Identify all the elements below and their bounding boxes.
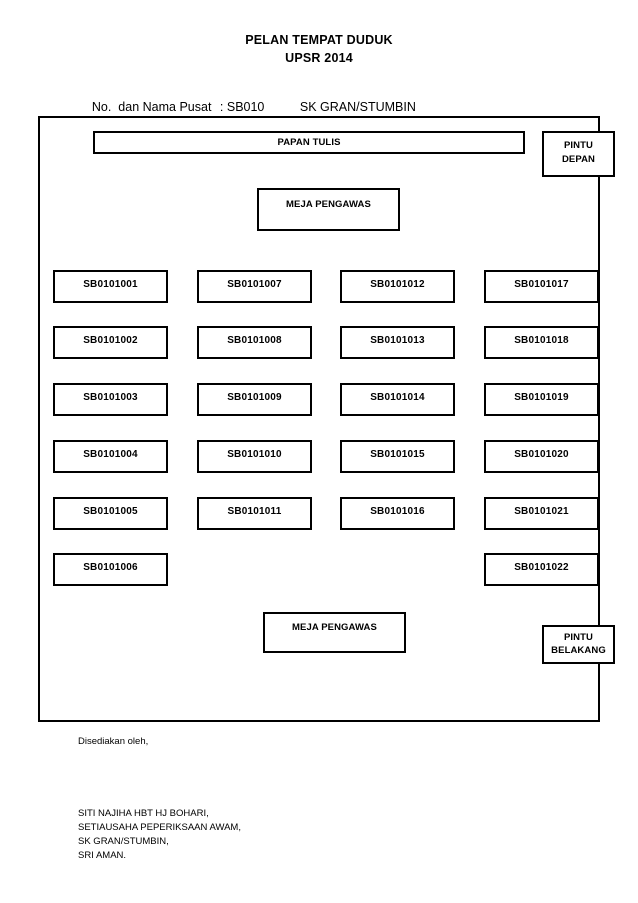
front-door-box: PINTU DEPAN <box>542 131 615 177</box>
centre-info-row: No. dan Nama Pusat : SB010 SK GRAN/STUMBIN <box>78 86 416 128</box>
seat-box: SB0101015 <box>340 440 455 473</box>
signatory-school: SK GRAN/STUMBIN, <box>78 836 169 847</box>
seat-box: SB0101005 <box>53 497 168 530</box>
seat-box: SB0101012 <box>340 270 455 303</box>
seat-box: SB0101022 <box>484 553 599 586</box>
seat-box: SB0101002 <box>53 326 168 359</box>
seat-box: SB0101001 <box>53 270 168 303</box>
seat-box: SB0101010 <box>197 440 312 473</box>
seat-box: SB0101009 <box>197 383 312 416</box>
seat-box: SB0101004 <box>53 440 168 473</box>
seat-box: SB0101020 <box>484 440 599 473</box>
centre-code: : SB010 <box>219 100 265 114</box>
seat-box: SB0101018 <box>484 326 599 359</box>
signatory-position: SETIAUSAHA PEPERIKSAAN AWAM, <box>78 822 241 833</box>
exam-hall-frame <box>38 116 600 722</box>
prepared-by-label: Disediakan oleh, <box>78 736 149 747</box>
seat-box: SB0101003 <box>53 383 168 416</box>
invigilator-desk-top: MEJA PENGAWAS <box>257 188 400 231</box>
invigilator-desk-bottom: MEJA PENGAWAS <box>263 612 406 653</box>
seat-box: SB0101013 <box>340 326 455 359</box>
back-door-label-line1: PINTU <box>564 632 593 643</box>
seat-box: SB0101016 <box>340 497 455 530</box>
signatory-location: SRI AMAN. <box>78 850 127 861</box>
front-door-label-line2: DEPAN <box>561 154 596 165</box>
signatory-name: SITI NAJIHA HBT HJ BOHARI, <box>78 808 209 819</box>
page-title: PELAN TEMPAT DUDUK <box>245 33 393 47</box>
seat-box: SB0101019 <box>484 383 599 416</box>
seat-box: SB0101014 <box>340 383 455 416</box>
seat-box: SB0101021 <box>484 497 599 530</box>
centre-info-label: No. dan Nama Pusat <box>91 100 212 114</box>
seat-box: SB0101008 <box>197 326 312 359</box>
back-door-label-line2: BELAKANG <box>551 645 606 656</box>
seat-box: SB0101011 <box>197 497 312 530</box>
seat-box: SB0101017 <box>484 270 599 303</box>
centre-name: SK GRAN/STUMBIN <box>299 100 416 114</box>
whiteboard-box: PAPAN TULIS <box>93 131 525 154</box>
seat-box: SB0101007 <box>197 270 312 303</box>
seat-box: SB0101006 <box>53 553 168 586</box>
page-subtitle: UPSR 2014 <box>285 51 353 65</box>
front-door-label-line1: PINTU <box>564 140 593 151</box>
back-door-box: PINTU BELAKANG <box>542 625 615 664</box>
